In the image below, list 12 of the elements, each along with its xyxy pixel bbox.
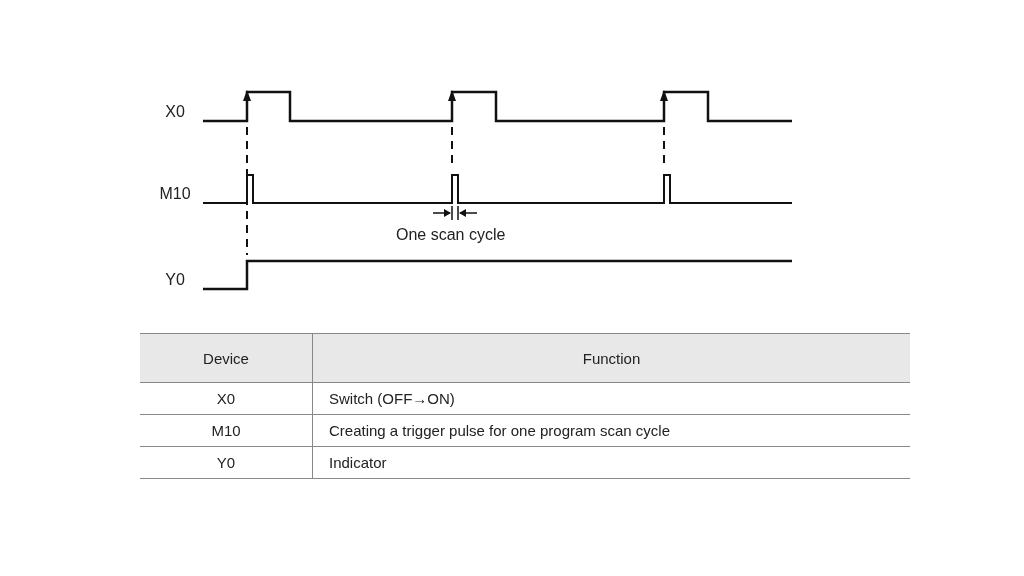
- signal-label: M10: [158, 185, 192, 203]
- column-header: Function: [312, 333, 910, 383]
- annotation-text: One scan cycle: [394, 226, 508, 244]
- table-cell: M10: [140, 414, 313, 447]
- table-cell: Indicator: [312, 446, 910, 479]
- table-cell: Switch (OFF→ON): [312, 382, 910, 415]
- column-header: Device: [140, 333, 313, 383]
- signal-label: Y0: [164, 271, 186, 289]
- table-cell: Y0: [140, 446, 313, 479]
- table-cell: X0: [140, 382, 313, 415]
- signal-label: X0: [164, 103, 186, 121]
- table-cell: Creating a trigger pulse for one program scan cycle: [312, 414, 910, 447]
